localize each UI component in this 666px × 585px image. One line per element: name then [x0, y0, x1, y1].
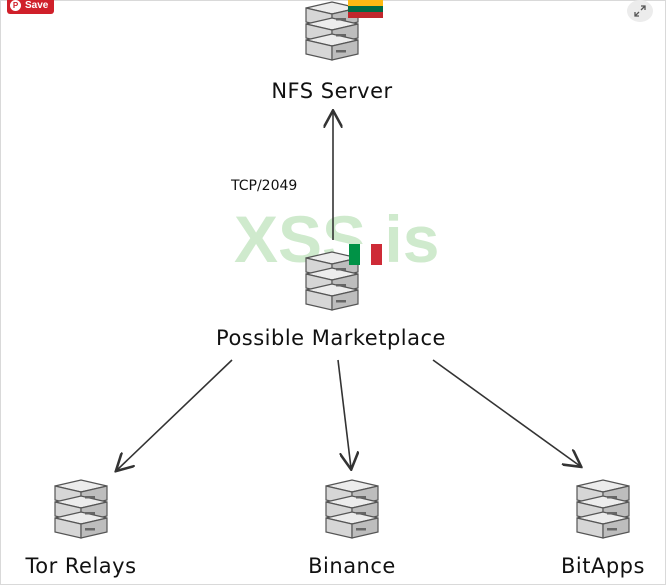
node-label-tor: Tor Relays	[24, 554, 136, 578]
server-icon	[325, 479, 379, 539]
node-label-nfs: NFS Server	[271, 79, 392, 103]
server-icon	[54, 479, 108, 539]
save-label: Save	[25, 0, 49, 11]
pinterest-save-button[interactable]: P Save	[7, 0, 55, 14]
node-possible-marketplace: Possible Marketplace	[216, 244, 446, 350]
expand-icon	[634, 5, 646, 17]
node-label-marketplace: Possible Marketplace	[216, 326, 446, 350]
node-label-binance: Binance	[308, 554, 396, 578]
edge-marketplace-tor	[117, 359, 233, 470]
node-nfs-server: NFS Server	[271, 0, 392, 103]
expand-button[interactable]	[627, 0, 653, 22]
node-tor-relays: Tor Relays	[24, 479, 136, 578]
node-label-bitapps: BitApps	[561, 554, 645, 578]
node-binance: Binance	[308, 479, 396, 578]
edge-marketplace-binance	[337, 359, 351, 468]
pinterest-icon: P	[10, 0, 21, 11]
edge-label-tcp: TCP/2049	[230, 178, 297, 194]
italy-flag	[349, 244, 382, 265]
node-bitapps: BitApps	[561, 479, 645, 578]
edge-marketplace-bitapps	[432, 359, 580, 466]
server-icon	[576, 479, 630, 539]
lithuania-flag	[348, 0, 383, 18]
edge-marketplace-nfs: TCP/2049	[230, 112, 333, 240]
